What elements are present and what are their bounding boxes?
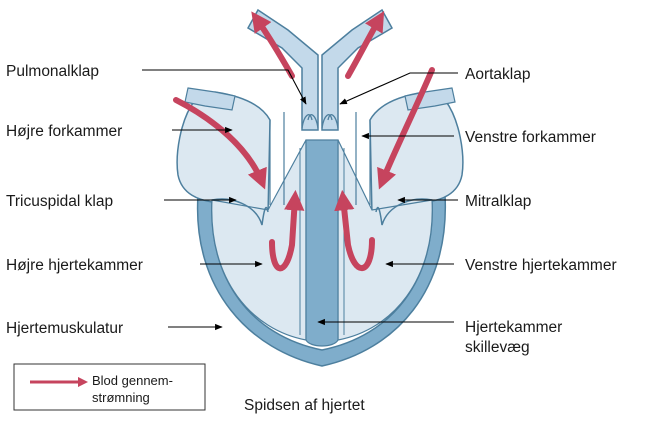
legend-text-line2: strømning xyxy=(92,390,150,405)
label-aortaklap: Aortaklap xyxy=(465,66,530,83)
label-hjertemuskulatur: Hjertemuskulatur xyxy=(6,320,123,337)
legend: Blod gennem- strømning xyxy=(14,364,205,410)
label-mitralklap: Mitralklap xyxy=(465,193,531,210)
label-spidsen-af-hjertet: Spidsen af hjertet xyxy=(244,397,365,414)
septum-wall xyxy=(306,140,338,346)
label-tricuspidal-klap: Tricuspidal klap xyxy=(6,193,113,210)
label-skillevaeg: skillevæg xyxy=(465,339,530,356)
label-hojre-forkammer: Højre forkammer xyxy=(6,123,122,140)
label-pulmonalklap: Pulmonalklap xyxy=(6,63,99,80)
label-hjertekammer: Hjertekammer xyxy=(465,319,562,336)
label-hojre-hjertekammer: Højre hjertekammer xyxy=(6,257,143,274)
label-venstre-hjertekammer: Venstre hjertekammer xyxy=(465,257,617,274)
legend-text-line1: Blod gennem- xyxy=(92,373,173,388)
label-venstre-forkammer: Venstre forkammer xyxy=(465,129,596,146)
